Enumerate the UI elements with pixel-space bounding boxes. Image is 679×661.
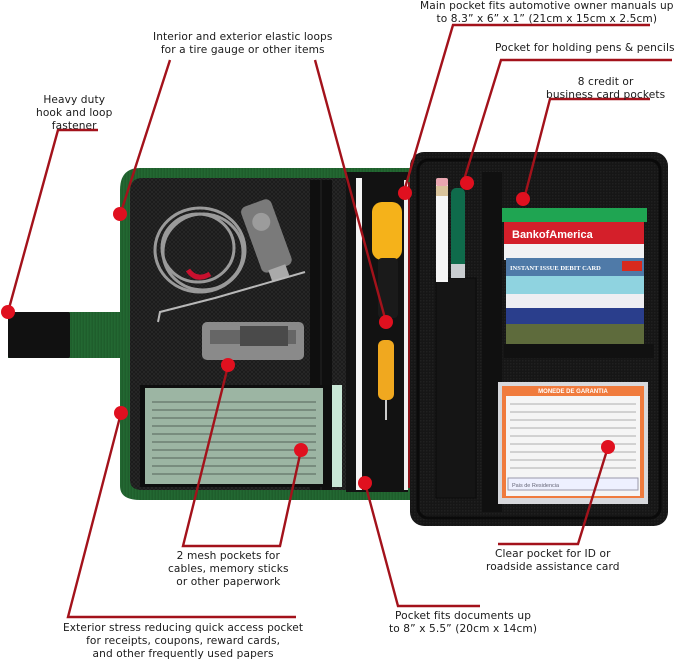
callout-hook-loop: Heavy duty hook and loop fastener: [36, 94, 112, 133]
callout-line: and other frequently used papers: [92, 648, 274, 660]
callout-pen-pocket: Pocket for holding pens & pencils: [495, 42, 675, 55]
callout-line: for receipts, coupons, reward cards,: [86, 635, 281, 647]
callout-line: 2 mesh pockets for: [176, 550, 280, 562]
callout-line: Heavy duty: [43, 94, 106, 106]
callout-line: to 8” x 5.5” (20cm x 14cm): [389, 623, 538, 635]
cable: [153, 206, 247, 294]
callout-line: for a tire gauge or other items: [160, 44, 325, 56]
callout-line: fastener: [51, 120, 97, 132]
svg-text:Pais de Residencia: Pais de Residencia: [512, 483, 560, 489]
callout-document-pocket: Pocket fits documents up to 8” x 5.5” (2…: [389, 610, 537, 636]
callout-card-pockets: 8 credit or business card pockets: [546, 76, 665, 102]
hook-loop-strap: [8, 312, 128, 358]
callout-line: or other paperwork: [176, 576, 281, 588]
callout-line: Exterior stress reducing quick access po…: [63, 622, 304, 634]
callout-exterior-pocket: Exterior stress reducing quick access po…: [63, 622, 303, 661]
card-stack: BankofAmerica INSTANT ISSUE DEBIT CARD: [502, 208, 647, 344]
callout-line: Interior and exterior elastic loops: [153, 31, 333, 43]
callout-line: Main pocket fits automotive owner manual…: [420, 0, 674, 12]
card-reader: [202, 322, 304, 360]
callout-line: Clear pocket for ID or: [495, 548, 611, 560]
callout-line: roadside assistance card: [486, 561, 620, 573]
usb-stick: [241, 199, 292, 282]
pencil: [436, 178, 448, 282]
pen: [451, 188, 465, 278]
callout-clear-pocket: Clear pocket for ID or roadside assistan…: [486, 548, 620, 574]
callout-line: business card pockets: [546, 89, 666, 101]
callout-main-pocket: Main pocket fits automotive owner manual…: [420, 0, 674, 26]
callout-line: hook and loop: [36, 107, 113, 119]
booklet: [145, 388, 323, 484]
callout-mesh-pockets: 2 mesh pockets for cables, memory sticks…: [168, 550, 289, 589]
callout-elastic-loops: Interior and exterior elastic loops for …: [153, 31, 333, 57]
callout-line: Pocket for holding pens & pencils: [495, 42, 675, 54]
callout-line: to 8.3” x 6” x 1” (21cm x 15cm x 2.5cm): [436, 13, 658, 25]
svg-text:BankofAmerica: BankofAmerica: [512, 229, 594, 241]
callout-line: 8 credit or: [577, 76, 634, 88]
callout-line: cables, memory sticks: [168, 563, 289, 575]
svg-text:MONEDE DE GARANTIA: MONEDE DE GARANTIA: [538, 389, 608, 395]
callout-line: Pocket fits documents up: [395, 610, 532, 622]
id-card-pocket: MONEDE DE GARANTIA Pais de Residencia: [498, 382, 648, 504]
svg-text:INSTANT ISSUE DEBIT CARD: INSTANT ISSUE DEBIT CARD: [510, 265, 601, 272]
